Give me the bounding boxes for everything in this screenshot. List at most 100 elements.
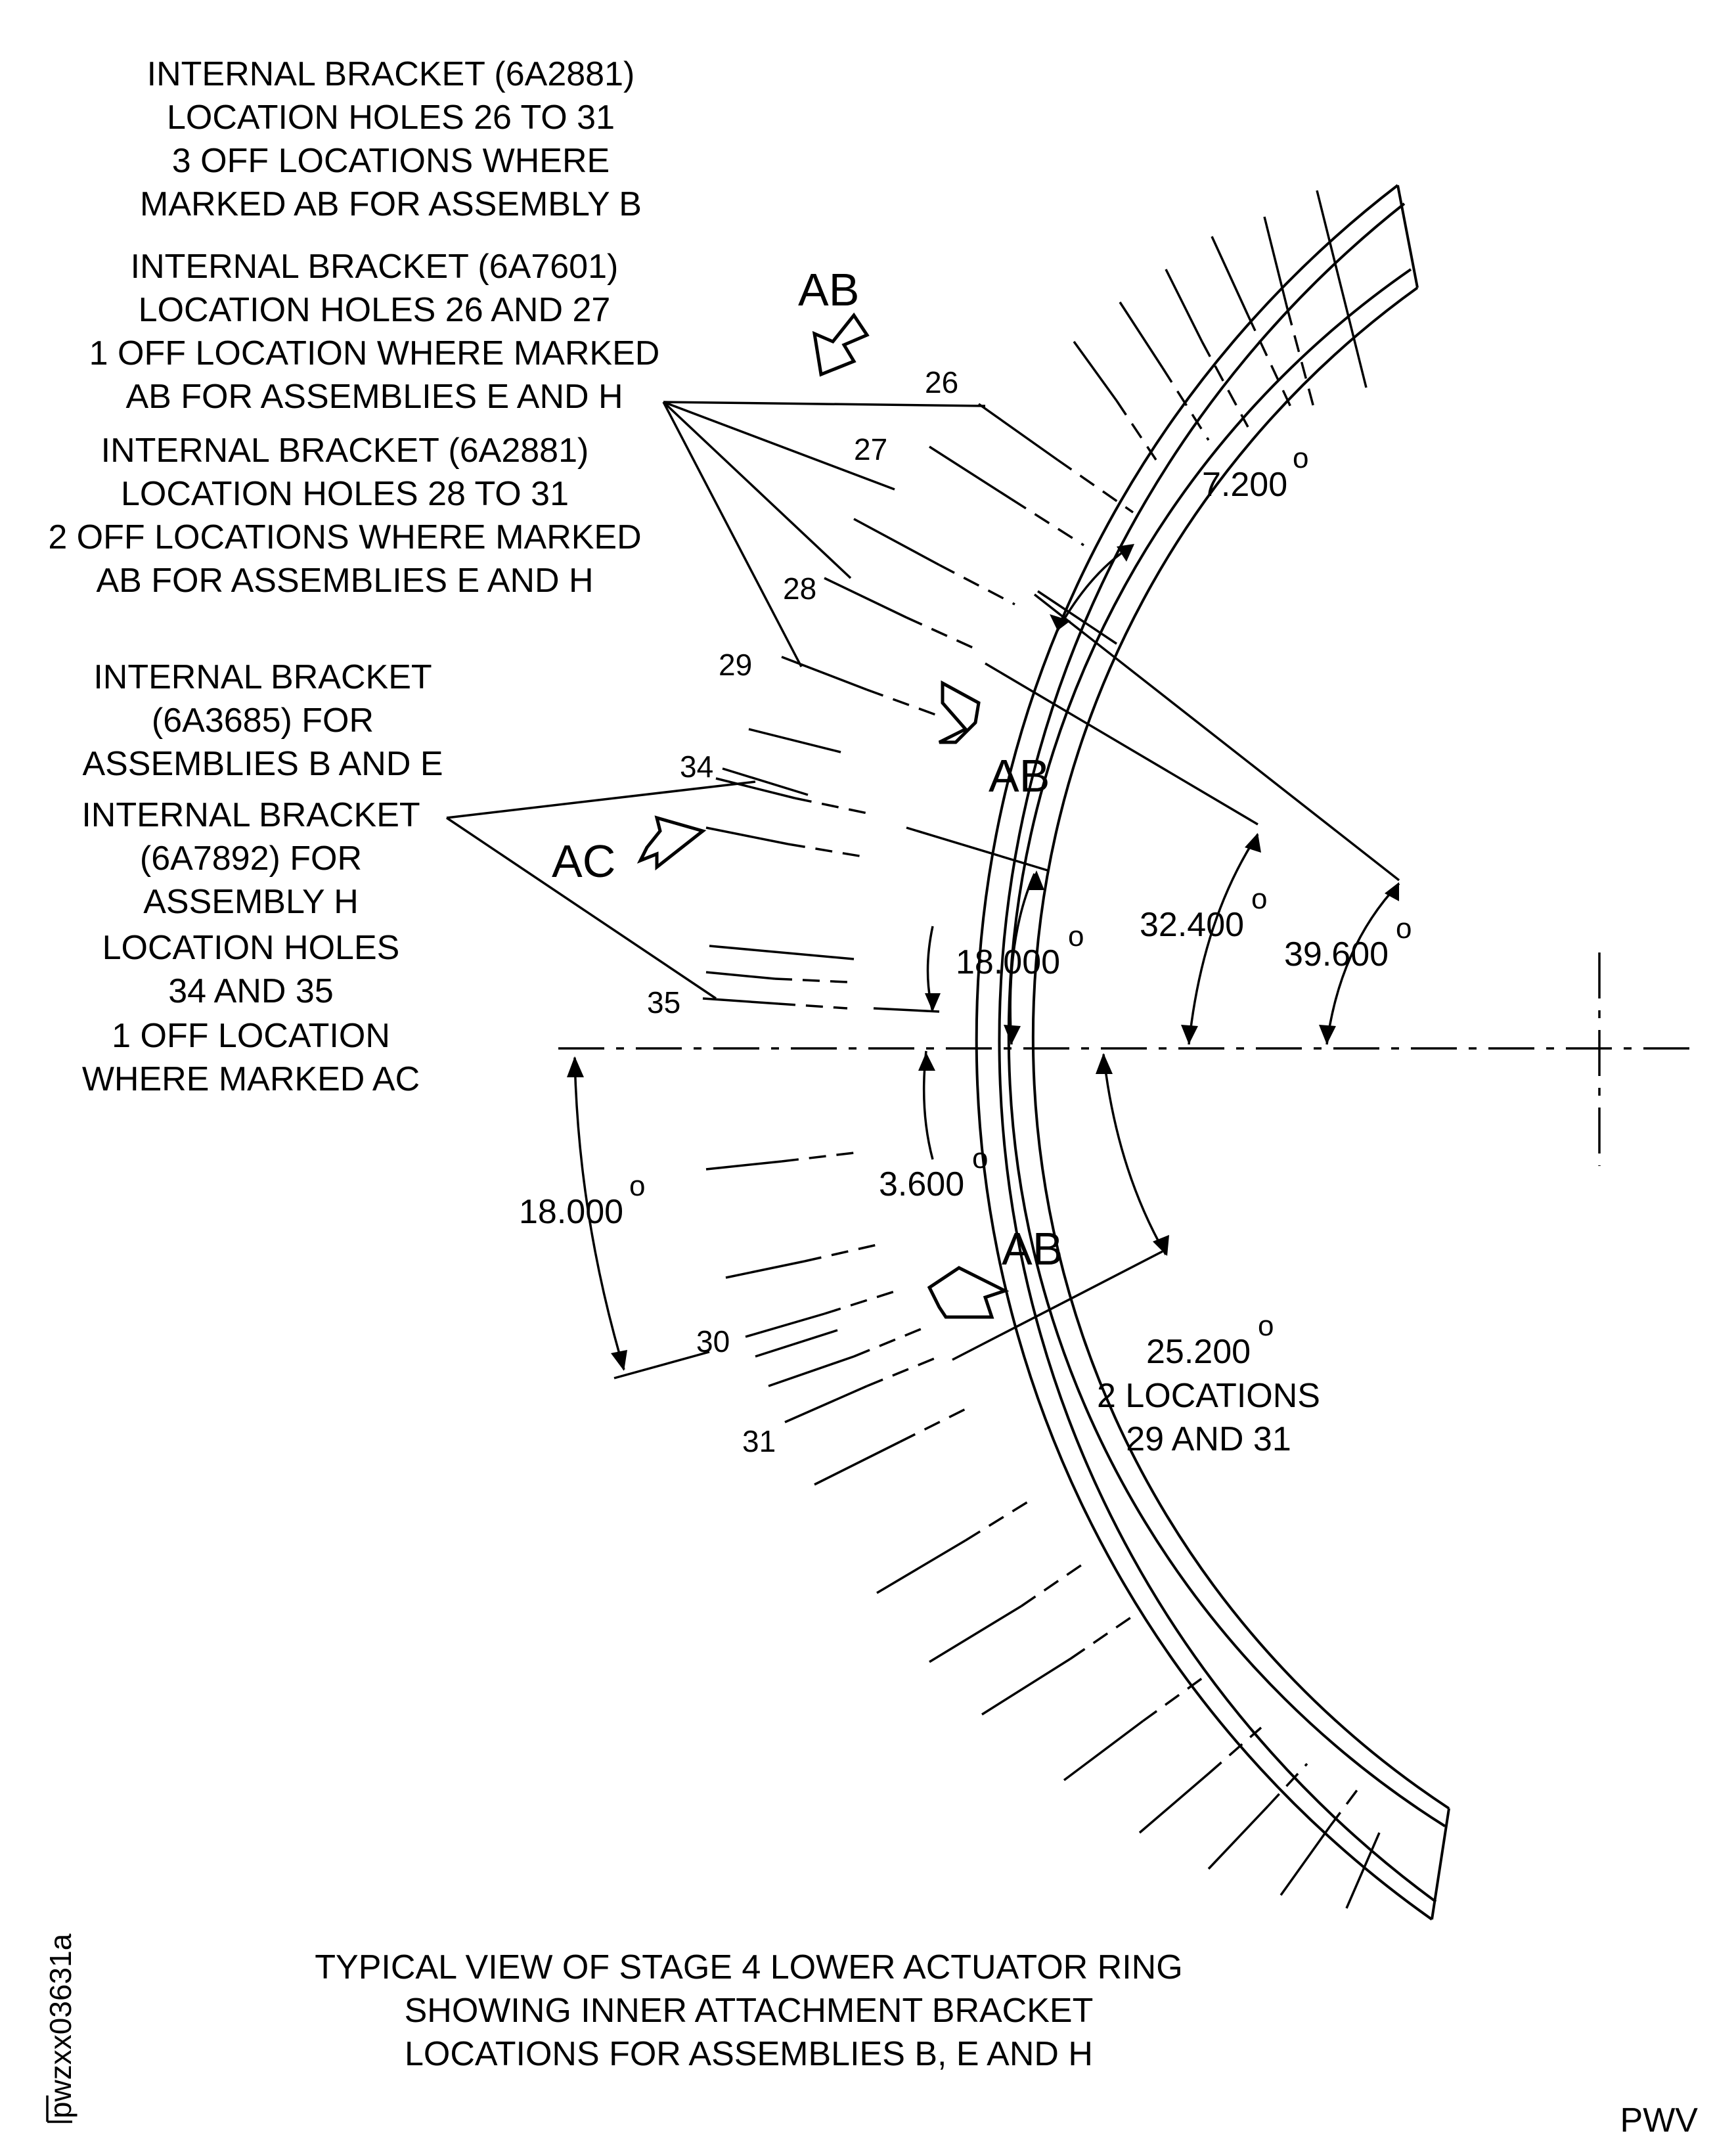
note-line: LOCATION HOLES 26 AND 27: [139, 291, 611, 329]
note-5: INTERNAL BRACKET (6A7892) FOR ASSEMBLY H…: [81, 796, 420, 1098]
hole-label-31: 31: [742, 1424, 776, 1458]
arrowhead: [925, 993, 941, 1012]
tick-line: [1280, 1825, 1331, 1896]
hole-label-29: 29: [719, 648, 752, 682]
ring-inner-edge: [1031, 286, 1450, 1810]
dim-39600: 39.600: [1284, 935, 1389, 974]
arrowhead: [1385, 882, 1399, 901]
dim-18000-lower: 18.000: [519, 1193, 623, 1231]
center-line: [558, 952, 1701, 1166]
tick-line: [1345, 1832, 1381, 1909]
arrowhead: [1096, 1053, 1113, 1074]
hole-26-line: [977, 403, 1059, 461]
ext-line: [1037, 590, 1117, 645]
ac-arrow: [636, 815, 707, 871]
arrowhead: [1245, 833, 1261, 853]
ext-line: [985, 662, 1258, 826]
arrow-markers: [636, 312, 1010, 1319]
dim-18000-upper: 18.000: [956, 943, 1060, 981]
tick-line: [1316, 190, 1368, 388]
tick-line: [814, 1441, 901, 1486]
hole-label-26: 26: [925, 365, 958, 399]
note-line: 1 OFF LOCATION WHERE MARKED: [89, 334, 660, 372]
marker-labels: AB AB AC AB: [552, 264, 1063, 1274]
note-line: WHERE MARKED AC: [82, 1060, 420, 1098]
tick-line: [722, 767, 809, 796]
ring-end-bottom: [1431, 1808, 1450, 1920]
dimension-lines: [567, 544, 1400, 1379]
tick-line: [748, 728, 841, 753]
hole-28-line: [939, 564, 1015, 606]
dim-arc-39600: [1325, 882, 1400, 1045]
note-line: INTERNAL BRACKET (6A7601): [131, 248, 619, 286]
tick-line: [705, 826, 789, 845]
figure-id-block: pwzxx03631a: [43, 1933, 78, 2123]
note-line: AB FOR ASSEMBLIES E AND H: [125, 378, 623, 416]
marker-ab-top: AB: [798, 264, 859, 315]
note-line: ASSEMBLIES B AND E: [82, 745, 443, 783]
hole-31-line: [784, 1385, 868, 1423]
hole-29-line: [824, 577, 907, 619]
hole-31-line: [866, 1355, 940, 1387]
ab-low-arrow: [927, 1266, 1010, 1319]
note-line: (6A7892) FOR: [140, 840, 362, 878]
tick-line: [781, 656, 868, 691]
note-3: INTERNAL BRACKET (6A2881) LOCATION HOLES…: [48, 432, 641, 600]
hole-34-line: [715, 777, 795, 799]
arrowhead: [1028, 870, 1044, 890]
dim-3600: 3.600: [879, 1165, 964, 1203]
tick-line: [824, 1289, 897, 1315]
tick-line: [1207, 1805, 1269, 1870]
leader-line: [662, 401, 852, 579]
tick-line: [1207, 1726, 1262, 1775]
caption-line: LOCATIONS FOR ASSEMBLIES B, E AND H: [405, 2035, 1093, 2073]
tick-line: [965, 1496, 1035, 1542]
arrowhead: [1050, 614, 1071, 631]
hole-label-28: 28: [783, 571, 816, 606]
tick-line: [709, 945, 855, 960]
ext-line: [952, 1250, 1163, 1361]
arrowhead: [1181, 1025, 1198, 1044]
tick-line: [781, 1152, 855, 1163]
note-line: INTERNAL BRACKET: [93, 658, 432, 696]
hole-35-line: [778, 1002, 848, 1010]
dim-arc-32400: [1188, 834, 1259, 1045]
tick-line: [1119, 302, 1164, 369]
dim-32400: 32.400: [1140, 906, 1244, 944]
note-line: INTERNAL BRACKET: [81, 796, 420, 834]
hole-numbers: 26 27 28 29 34 35 30 31: [647, 365, 958, 1458]
brand-label: PWV: [1620, 2101, 1699, 2139]
tick-line: [1201, 341, 1249, 428]
dim-arc-18000-lower: [573, 1057, 625, 1370]
degree-mark: o: [1396, 912, 1412, 945]
tick-line: [1263, 216, 1289, 309]
caption: TYPICAL VIEW OF STAGE 4 LOWER ACTUATOR R…: [315, 1948, 1182, 2073]
ab-mid-arrow: [938, 680, 981, 744]
tick-line: [1070, 1615, 1134, 1660]
leader-line: [662, 401, 803, 667]
dim-arc-18000-upper: [1009, 873, 1036, 1045]
tick-line: [788, 843, 868, 859]
ring-inner-inner-edge: [1007, 268, 1446, 1827]
note-line: LOCATION HOLES 28 TO 31: [121, 475, 569, 513]
leader-line: [446, 780, 756, 819]
note-line: 1 OFF LOCATION: [112, 1017, 390, 1055]
ext-line: [873, 1007, 940, 1013]
tick-line: [1115, 400, 1157, 460]
hole-27-line: [929, 445, 1012, 501]
tick-line: [1073, 340, 1118, 402]
hole-label-34: 34: [680, 750, 713, 784]
tick-line: [705, 971, 776, 980]
dim-25200: 25.200: [1146, 1333, 1251, 1371]
note-1: INTERNAL BRACKET (6A2881) LOCATION HOLES…: [140, 55, 642, 223]
arrowhead: [1153, 1235, 1169, 1256]
tick-line: [725, 1260, 805, 1279]
arrowhead: [918, 1052, 935, 1071]
dim-arc-25200: [1102, 1054, 1167, 1255]
note-line: MARKED AB FOR ASSEMBLY B: [140, 185, 642, 223]
tick-line: [1329, 1785, 1361, 1827]
note-line: ASSEMBLY H: [143, 883, 359, 921]
note-line: AB FOR ASSEMBLIES E AND H: [96, 562, 593, 600]
tick-line: [1286, 308, 1315, 408]
dimension-labels: 7.200 o 18.000 o 32.400 o 39.600 o 3.600…: [519, 442, 1412, 1458]
